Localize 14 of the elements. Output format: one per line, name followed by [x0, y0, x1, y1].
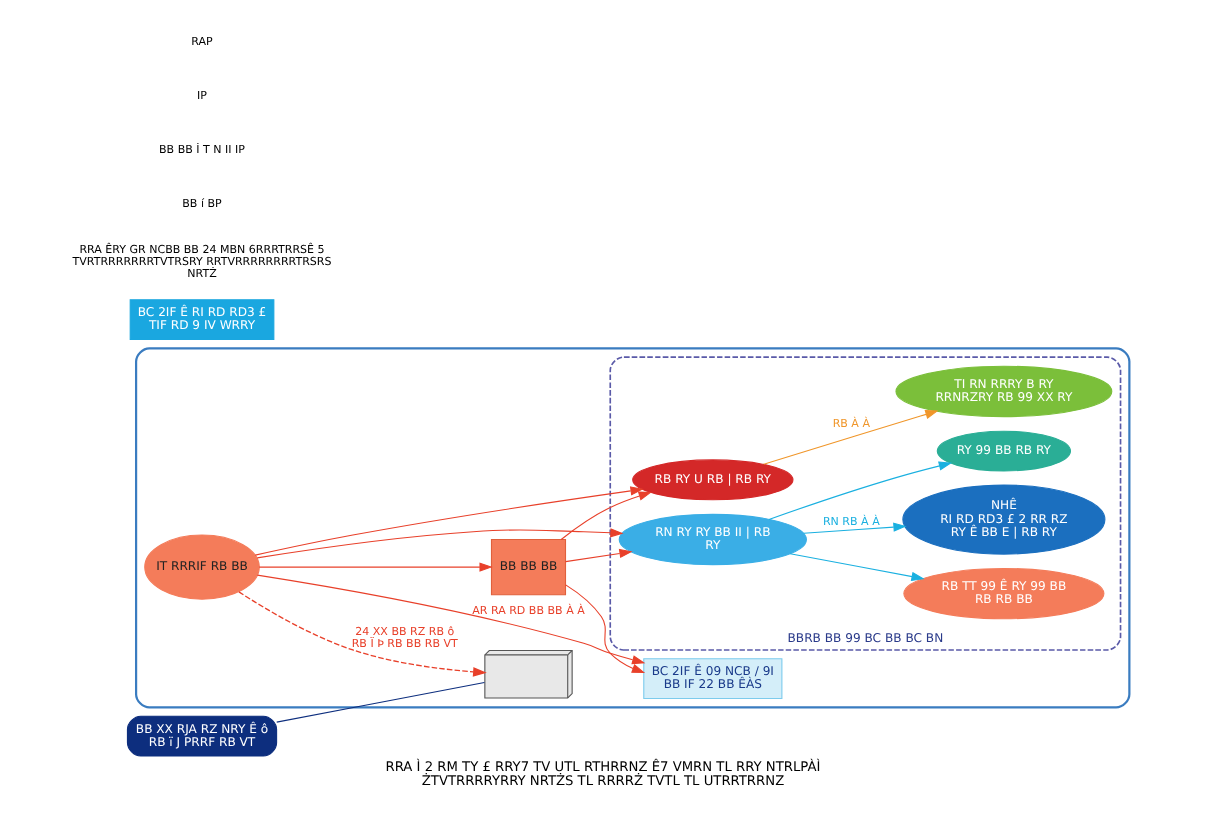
arrow — [254, 485, 644, 555]
connector — [276, 680, 485, 722]
arrow — [565, 583, 646, 672]
arrow — [763, 408, 939, 464]
arrow — [256, 527, 624, 558]
arrow — [238, 590, 487, 676]
arrow — [803, 521, 907, 533]
arrow — [560, 490, 652, 539]
cluster — [135, 346, 1131, 708]
arrow — [258, 561, 493, 571]
arrow — [565, 547, 633, 562]
arrow — [768, 460, 953, 519]
arrow — [789, 552, 925, 581]
arrow — [256, 573, 646, 664]
